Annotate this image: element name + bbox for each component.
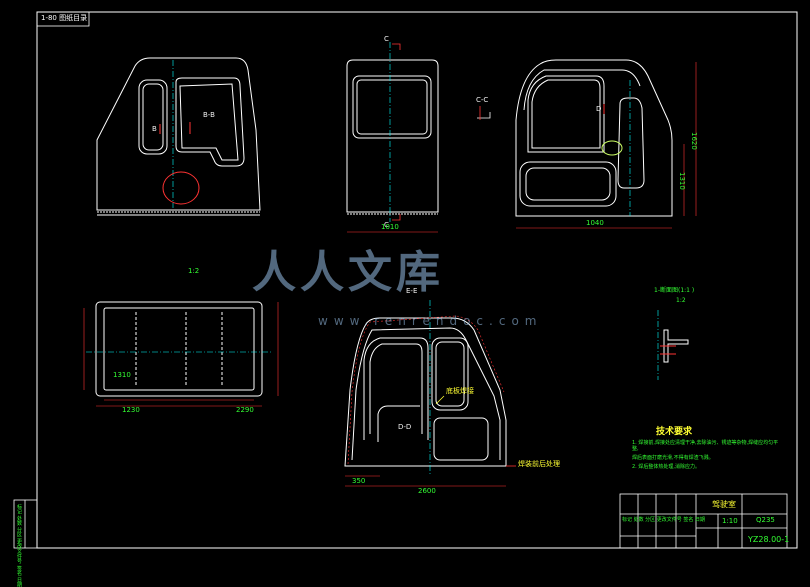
top-left-tag-text: 1-80 图纸目录 bbox=[41, 14, 88, 22]
drawing-frame bbox=[36, 11, 798, 549]
tech-requirements: 技术要求 1. 焊接前,焊接处应清理干净,去除油污、锈迹等杂物,焊缝应均匀平整,… bbox=[632, 427, 782, 471]
section-label-b-b: B-B bbox=[203, 111, 215, 119]
red-circle-mark bbox=[162, 171, 200, 205]
section-label-c-bottom: C bbox=[384, 221, 389, 229]
plan-view bbox=[95, 301, 263, 397]
left-strip-text: 标记 处数 分区 更改文件号 签名 日期 bbox=[16, 504, 22, 587]
right-note: 焊装前后处理 bbox=[518, 460, 560, 468]
cad-drawing-canvas bbox=[13, 11, 798, 549]
front-section-arrow-top bbox=[392, 43, 401, 50]
front-view bbox=[346, 59, 439, 215]
top-left-tag-box bbox=[36, 11, 90, 27]
section-label-small: C-C bbox=[476, 96, 489, 104]
tech-requirement-3: 2. 焊后整体热处理,消除应力。 bbox=[632, 464, 700, 470]
right-width-dim: 1040 bbox=[586, 219, 604, 227]
left-revision-strip bbox=[13, 499, 38, 549]
title-block-drawing-no: YZ28.00-1 bbox=[748, 535, 790, 544]
watermark-url: www.renrendoc.com bbox=[318, 314, 543, 328]
tech-requirements-heading: 技术要求 bbox=[656, 427, 693, 437]
section-label-d: D bbox=[596, 105, 602, 113]
watermark-brand: 人人文库 bbox=[252, 247, 444, 298]
plan-dim-a: 1310 bbox=[113, 371, 131, 379]
small-section-detail bbox=[477, 106, 491, 120]
front-section-arrow-bottom bbox=[392, 214, 401, 221]
right-view-handle bbox=[601, 140, 623, 156]
section-label-e-e: E-E bbox=[406, 287, 418, 295]
right-height-dim: 1620 bbox=[690, 132, 698, 150]
title-block bbox=[619, 493, 788, 549]
side-section-outline-red bbox=[347, 315, 505, 465]
side-left-dim: 350 bbox=[352, 477, 366, 485]
section-detail-scale: 1:2 bbox=[676, 297, 686, 304]
section-label-c-top: C bbox=[384, 35, 389, 43]
title-block-name: 驾驶室 bbox=[712, 500, 736, 509]
section-label-d-d: D-D bbox=[398, 423, 412, 431]
section-label-b: B bbox=[152, 125, 157, 133]
side-section-view bbox=[344, 317, 507, 467]
profile-detail bbox=[660, 329, 689, 363]
side-bottom-dim: 2600 bbox=[418, 487, 436, 495]
title-block-revision: 标记 处数 分区 更改文件号 签名 日期 bbox=[622, 517, 705, 523]
plan-dim-c: 2290 bbox=[236, 406, 254, 414]
plan-dim-b: 1230 bbox=[122, 406, 140, 414]
title-block-material: Q235 bbox=[756, 516, 775, 524]
weld-note-leader bbox=[435, 395, 445, 405]
title-block-scale: 1:10 bbox=[722, 517, 738, 525]
right-height-dim-2: 1310 bbox=[678, 172, 686, 190]
plan-view-title: 1:2 bbox=[188, 267, 200, 275]
weld-note: 底板焊接 bbox=[446, 387, 474, 395]
section-detail-title: 1-断面图(1:1 ) bbox=[654, 287, 695, 294]
right-side-view bbox=[515, 59, 673, 217]
tech-requirement-1: 1. 焊接前,焊接处应清理干净,去除油污、锈迹等杂物,焊缝应均匀平整, bbox=[632, 440, 779, 452]
tech-requirement-2: 焊后表面打磨光滑,不得有焊渣飞溅。 bbox=[632, 455, 714, 461]
front-width-dim: 1010 bbox=[381, 223, 399, 231]
side-view-left bbox=[96, 57, 261, 216]
